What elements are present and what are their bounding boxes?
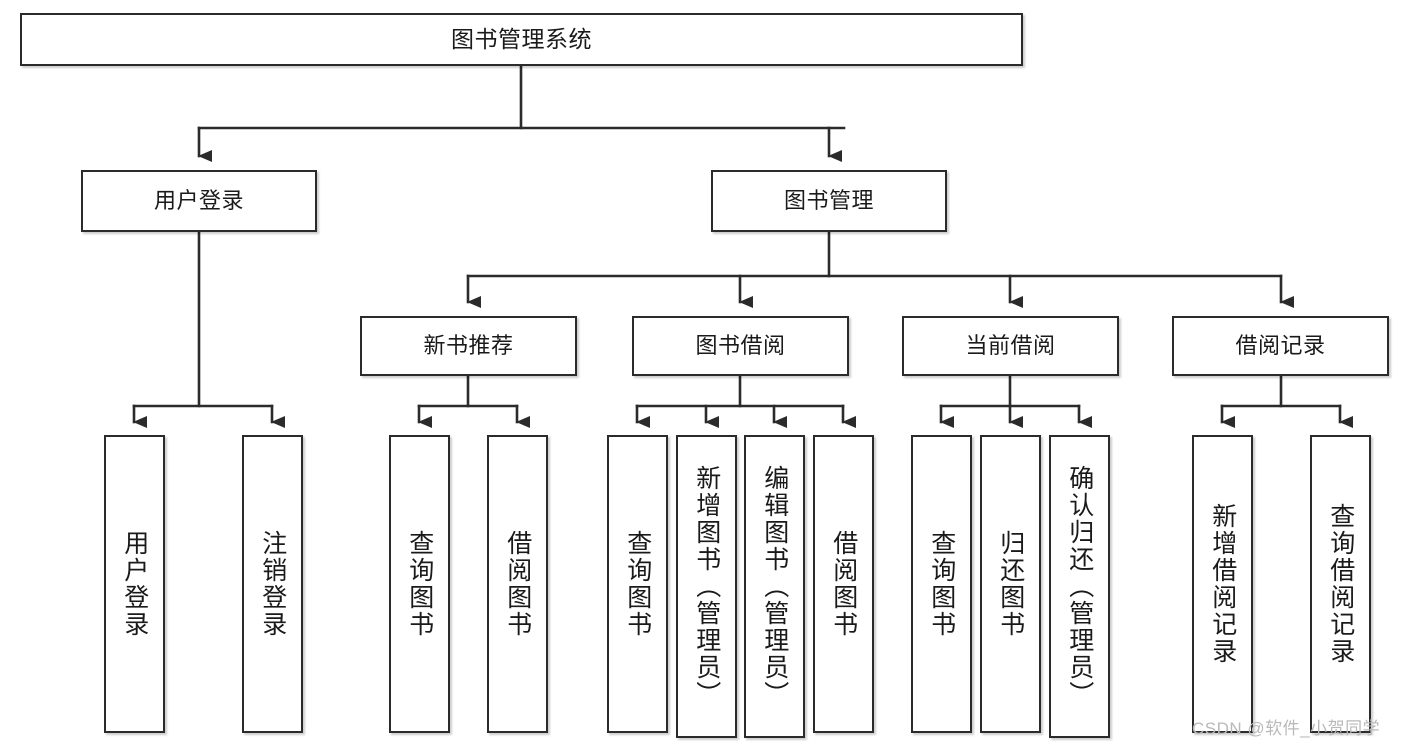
leaf-query-borrow-record-label: 查询借阅记录 [1326, 503, 1355, 665]
leaf-query-book-1-label: 查询图书 [405, 530, 434, 638]
csdn-watermark: CSDN @软件_小贺同学 [1192, 719, 1381, 738]
leaf-query-book-2[interactable]: 查询图书 [607, 435, 668, 733]
leaf-edit-book-admin-label: 编辑图书（管理员） [760, 465, 789, 708]
leaf-query-borrow-record[interactable]: 查询借阅记录 [1310, 435, 1371, 733]
leaf-add-book-admin[interactable]: 新增图书（管理员） [676, 435, 737, 738]
leaf-user-logout-label: 注销登录 [258, 530, 287, 638]
leaf-query-book-2-label: 查询图书 [623, 530, 652, 638]
node-current-borrow[interactable]: 当前借阅 [902, 316, 1119, 376]
leaf-query-book-3[interactable]: 查询图书 [911, 435, 972, 733]
leaf-return-book[interactable]: 归还图书 [980, 435, 1041, 733]
leaf-query-book-1[interactable]: 查询图书 [389, 435, 450, 733]
node-root-label: 图书管理系统 [451, 25, 592, 52]
leaf-confirm-return-admin[interactable]: 确认归还（管理员） [1049, 435, 1110, 738]
node-borrow-record[interactable]: 借阅记录 [1172, 316, 1389, 376]
leaf-confirm-return-admin-label: 确认归还（管理员） [1065, 465, 1094, 708]
leaf-user-logout[interactable]: 注销登录 [242, 435, 303, 733]
leaf-query-book-3-label: 查询图书 [927, 530, 956, 638]
node-book-borrow[interactable]: 图书借阅 [632, 316, 849, 376]
node-new-book-recommend[interactable]: 新书推荐 [360, 316, 577, 376]
node-current-borrow-label: 当前借阅 [965, 332, 1056, 358]
leaf-add-borrow-record[interactable]: 新增借阅记录 [1192, 435, 1253, 733]
node-new-book-recommend-label: 新书推荐 [423, 332, 514, 358]
leaf-add-borrow-record-label: 新增借阅记录 [1208, 503, 1237, 665]
node-book-management-label: 图书管理 [783, 187, 874, 213]
leaf-edit-book-admin[interactable]: 编辑图书（管理员） [744, 435, 805, 738]
leaf-return-book-label: 归还图书 [996, 530, 1025, 638]
leaf-borrow-book-2-label: 借阅图书 [829, 530, 858, 638]
node-book-borrow-label: 图书借阅 [695, 332, 786, 358]
node-user-login[interactable]: 用户登录 [81, 170, 317, 232]
node-borrow-record-label: 借阅记录 [1235, 332, 1326, 358]
leaf-borrow-book-1[interactable]: 借阅图书 [487, 435, 548, 733]
leaf-user-login-label: 用户登录 [120, 530, 149, 638]
node-book-management[interactable]: 图书管理 [711, 170, 947, 232]
leaf-borrow-book-2[interactable]: 借阅图书 [813, 435, 874, 733]
leaf-user-login[interactable]: 用户登录 [104, 435, 165, 733]
leaf-borrow-book-1-label: 借阅图书 [503, 530, 532, 638]
node-root[interactable]: 图书管理系统 [20, 13, 1023, 66]
leaf-add-book-admin-label: 新增图书（管理员） [692, 465, 721, 708]
node-user-login-label: 用户登录 [153, 187, 244, 213]
